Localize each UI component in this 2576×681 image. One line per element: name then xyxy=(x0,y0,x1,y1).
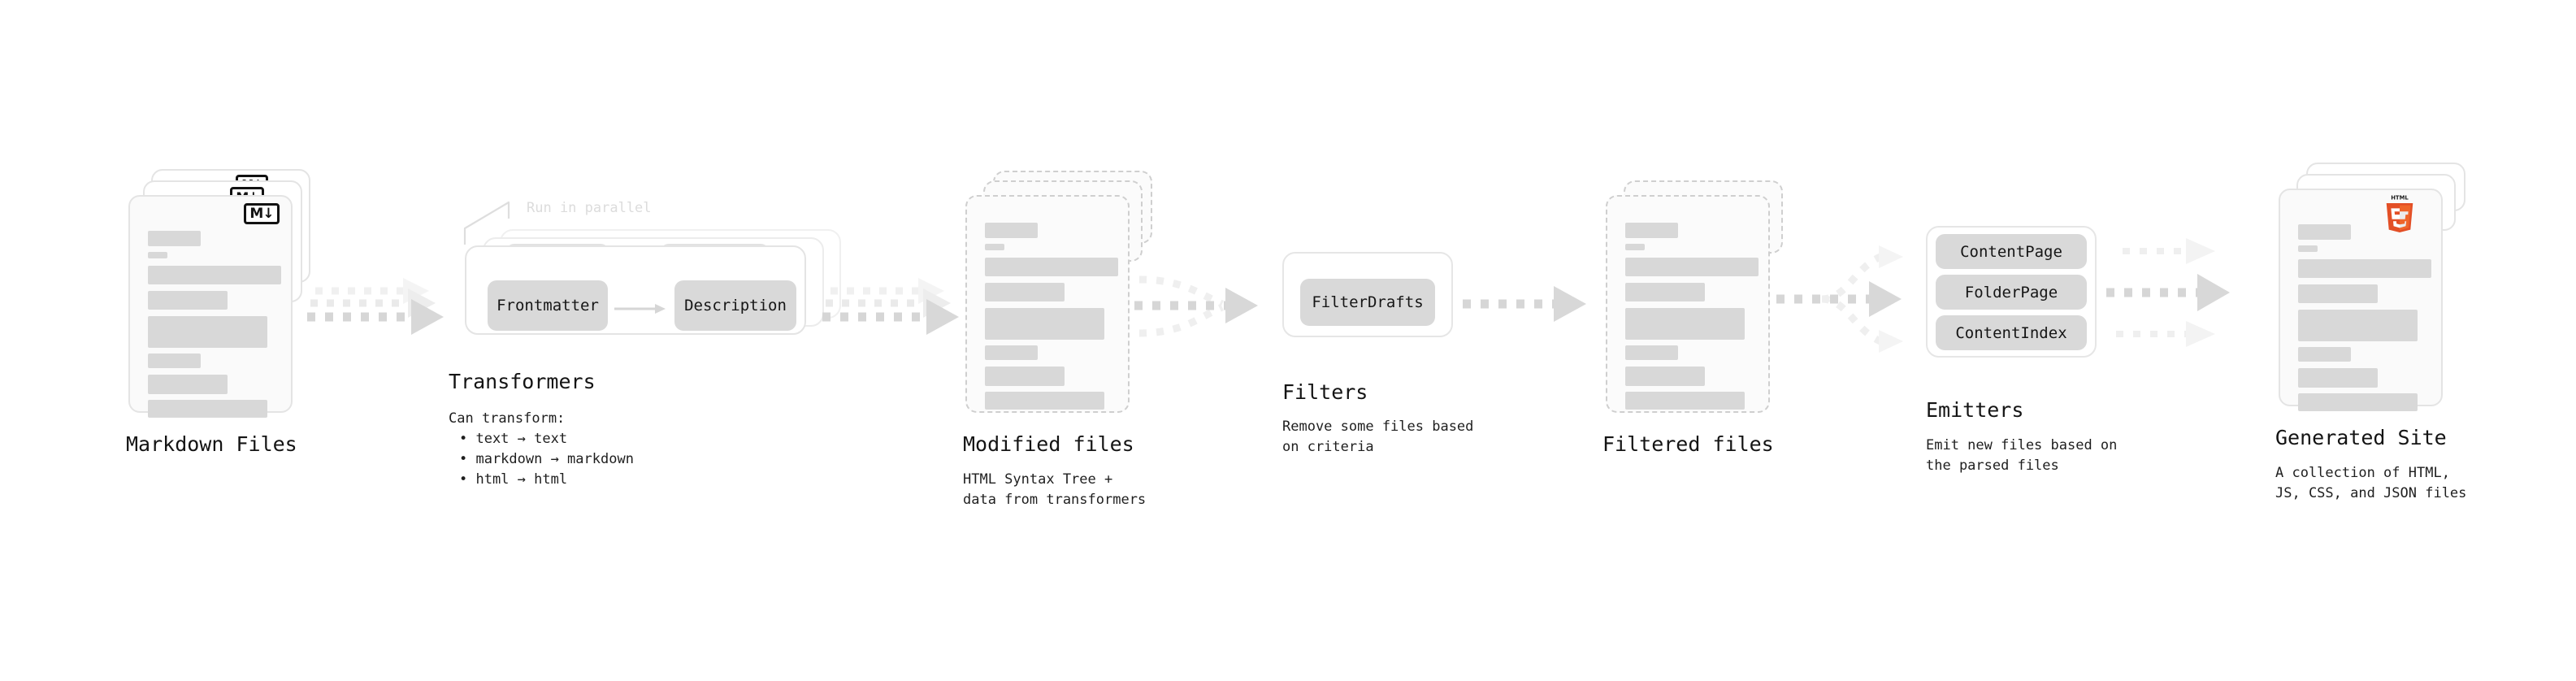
emitters-subtitle-line-2: the parsed files xyxy=(1926,458,2059,474)
content-bar xyxy=(2298,310,2418,341)
content-bar xyxy=(2298,393,2418,411)
chip-contentindex[interactable]: ContentIndex xyxy=(1936,315,2087,350)
transformers-bullet-3: • html → html xyxy=(459,471,568,488)
content-bar xyxy=(1625,392,1745,410)
arrow-filtered-to-emitters xyxy=(1776,245,1903,353)
site-card-front xyxy=(2279,189,2443,411)
stage-title-filters: Filters xyxy=(1282,380,1368,404)
stage-title-modified-files: Modified files xyxy=(963,432,1134,456)
content-bar xyxy=(985,345,1038,360)
chip-contentpage[interactable]: ContentPage xyxy=(1936,234,2087,269)
content-bar xyxy=(148,354,201,368)
markdown-icon: M↓ xyxy=(244,203,280,224)
content-bar xyxy=(148,252,167,258)
emitters-subtitle-line-1: Emit new files based on xyxy=(1926,437,2118,453)
arrow-transformers-to-modified xyxy=(822,278,959,335)
html5-icon: HTML xyxy=(2386,195,2413,232)
stage-title-generated-site: Generated Site xyxy=(2275,426,2447,449)
content-bar xyxy=(1625,258,1759,276)
arrow-filters-to-filtered xyxy=(1463,286,1586,322)
stage-title-transformers: Transformers xyxy=(449,370,596,393)
transformers-bullet-2: • markdown → markdown xyxy=(459,451,634,467)
modified-files-subtitle-line-2: data from transformers xyxy=(963,492,1147,508)
modified-files-subtitle-line-1: HTML Syntax Tree + xyxy=(963,471,1113,488)
content-bar xyxy=(1625,223,1678,238)
content-bar xyxy=(148,400,267,418)
arrow-md-to-transformers xyxy=(307,278,444,335)
stage-title-markdown-files: Markdown Files xyxy=(126,432,297,456)
markdown-card-front xyxy=(128,195,293,418)
markdown-card-content xyxy=(130,197,291,418)
content-bar xyxy=(985,367,1065,386)
svg-text:HTML: HTML xyxy=(2391,195,2409,202)
content-bar xyxy=(2298,259,2431,278)
content-bar xyxy=(2298,347,2351,362)
chip-folderpage[interactable]: FolderPage xyxy=(1936,275,2087,310)
content-bar xyxy=(985,223,1038,238)
content-bar xyxy=(985,308,1104,340)
filters-subtitle-line-2: on criteria xyxy=(1282,439,1374,455)
content-bar xyxy=(2298,284,2378,303)
stage-title-filtered-files: Filtered files xyxy=(1602,432,1774,456)
content-bar xyxy=(148,231,201,246)
run-in-parallel-bracket xyxy=(463,201,510,245)
filtered-card-front xyxy=(1606,195,1770,413)
content-bar xyxy=(1625,308,1745,340)
content-bar xyxy=(985,392,1104,410)
content-bar xyxy=(1625,244,1645,250)
chip-frontmatter[interactable]: Frontmatter xyxy=(488,280,608,331)
chip-description[interactable]: Description xyxy=(674,280,796,331)
arrow-modified-to-filters xyxy=(1134,275,1258,337)
filters-subtitle-line-1: Remove some files based xyxy=(1282,419,1474,435)
content-bar xyxy=(148,375,228,394)
content-bar xyxy=(2298,368,2378,388)
content-bar xyxy=(1625,345,1678,360)
content-bar xyxy=(2298,224,2351,240)
content-bar xyxy=(985,244,1004,250)
content-bar xyxy=(1625,367,1705,386)
content-bar xyxy=(985,258,1118,276)
chip-filterdrafts[interactable]: FilterDrafts xyxy=(1300,279,1435,326)
transformers-bullet-1: • text → text xyxy=(459,431,568,447)
content-bar xyxy=(2298,245,2318,252)
content-bar xyxy=(148,291,228,310)
transformers-subtitle: Can transform: xyxy=(449,410,566,427)
content-bar xyxy=(1625,283,1705,301)
generated-site-subtitle-line-1: A collection of HTML, xyxy=(2275,465,2450,481)
content-bar xyxy=(148,266,281,284)
run-in-parallel-label: Run in parallel xyxy=(527,200,652,216)
stage-title-emitters: Emitters xyxy=(1926,398,2024,422)
content-bar xyxy=(985,283,1065,301)
modified-card-front xyxy=(965,195,1130,413)
transformer-inner-arrow xyxy=(614,304,666,314)
content-bar xyxy=(148,316,267,348)
generated-site-subtitle-line-2: JS, CSS, and JSON files xyxy=(2275,485,2467,501)
arrow-emitters-to-site xyxy=(2106,238,2230,347)
